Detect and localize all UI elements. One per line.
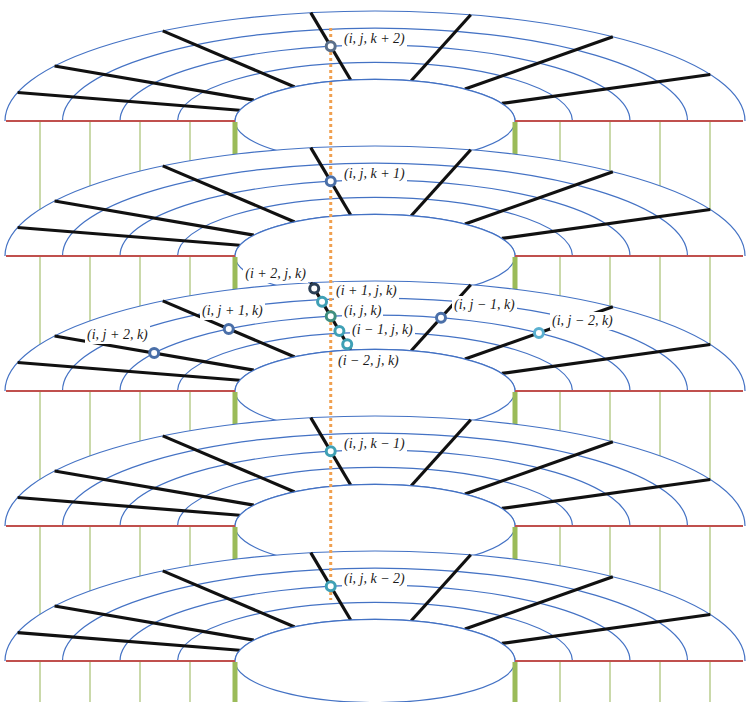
- grid-spoke: [18, 228, 240, 246]
- coordinate-label: (i, j, k): [342, 302, 383, 320]
- grid-spoke: [163, 166, 295, 222]
- layer-base-line: [515, 390, 743, 392]
- coordinate-label: (i − 1, j, k): [350, 321, 415, 339]
- grid-spoke: [18, 633, 240, 651]
- coordinate-label: (i + 1, j, k): [334, 282, 399, 300]
- grid-point: [150, 349, 159, 358]
- grid-spoke: [465, 577, 613, 629]
- grid-spoke: [163, 436, 295, 492]
- grid-point: [326, 312, 335, 321]
- grid-spoke: [502, 480, 710, 509]
- panel-line: [189, 662, 191, 702]
- column-line: [233, 662, 238, 702]
- layer-base-line: [515, 525, 743, 527]
- panel-line: [709, 662, 711, 702]
- grid-point: [326, 42, 335, 51]
- grid-point: [534, 328, 543, 337]
- panel-line: [609, 662, 611, 702]
- grid-spoke: [18, 363, 240, 381]
- coordinate-label: (i − 2, j, k): [336, 352, 401, 370]
- coordinate-label: (i + 2, j, k): [243, 265, 308, 283]
- grid-spoke: [55, 606, 254, 640]
- panel-line: [559, 662, 561, 702]
- grid-spoke: [502, 210, 710, 239]
- grid-spoke: [411, 15, 471, 81]
- inner-hole: [235, 619, 515, 702]
- coordinate-label: (i, j + 2, k): [85, 326, 150, 344]
- grid-spoke: [18, 93, 240, 111]
- grid-spoke: [55, 201, 254, 235]
- grid-point: [224, 324, 233, 333]
- grid-point: [326, 177, 335, 186]
- grid-spoke: [465, 172, 613, 224]
- grid-spoke: [18, 498, 240, 516]
- coordinate-label: (i, j, k − 2): [342, 570, 407, 588]
- grid-point: [326, 582, 335, 591]
- grid-spoke: [163, 301, 295, 357]
- coordinate-label: (i, j + 1, k): [200, 302, 265, 320]
- grid-spoke: [465, 37, 613, 89]
- layer-base-line: [6, 120, 235, 122]
- grid-spoke: [411, 555, 471, 621]
- grid-spoke: [55, 66, 254, 100]
- layer-base-line: [515, 255, 743, 257]
- grid-spoke: [502, 75, 710, 104]
- grid-spoke: [411, 420, 471, 486]
- panel-line: [39, 662, 41, 702]
- layer-base-line: [515, 120, 743, 122]
- panel-line: [89, 662, 91, 702]
- coordinate-label: (i, j, k − 1): [342, 435, 407, 453]
- panel-line: [139, 662, 141, 702]
- grid-point: [436, 313, 445, 322]
- layer-base-line: [6, 525, 235, 527]
- grid-spoke: [163, 571, 295, 627]
- coordinate-label: (i, j − 1, k): [452, 296, 517, 314]
- column-line: [513, 662, 518, 702]
- grid-spoke: [465, 442, 613, 494]
- grid-spoke: [163, 31, 295, 87]
- layer-base-line: [6, 255, 235, 257]
- panel-line: [659, 662, 661, 702]
- grid-layer: [5, 146, 745, 391]
- layer-base-line: [515, 660, 743, 662]
- coordinate-label: (i, j − 2, k): [550, 312, 615, 330]
- layer-base-line: [6, 390, 235, 392]
- layer-base-line: [6, 660, 235, 662]
- grid-point: [335, 326, 344, 335]
- grid-layer: [5, 551, 745, 702]
- grid-spoke: [502, 345, 710, 374]
- grid-point: [318, 297, 327, 306]
- grid-spoke: [411, 285, 471, 351]
- grid-spoke: [502, 615, 710, 644]
- coordinate-label: (i, j, k + 2): [342, 30, 407, 48]
- grid-spoke: [411, 150, 471, 216]
- grid-point: [343, 340, 352, 349]
- coordinate-label: (i, j, k + 1): [342, 165, 407, 183]
- grid-point: [326, 447, 335, 456]
- grid-spoke: [55, 471, 254, 505]
- grid-point: [310, 284, 319, 293]
